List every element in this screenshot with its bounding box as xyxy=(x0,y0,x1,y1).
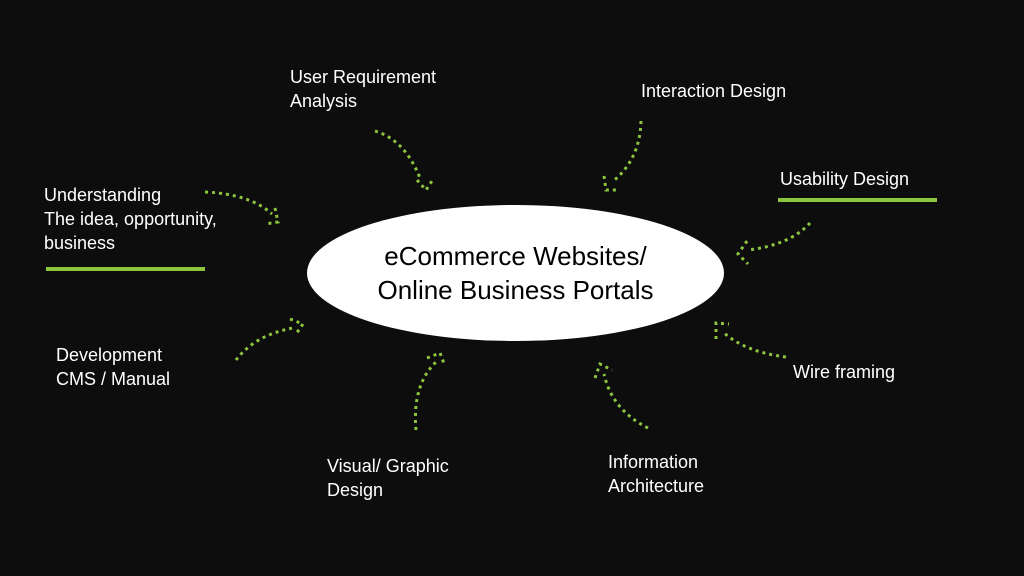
center-title-line1: eCommerce Websites/ xyxy=(384,241,647,271)
node-interaction-design-line1: Interaction Design xyxy=(641,81,787,101)
node-understanding-line1: Understanding xyxy=(44,185,162,205)
understanding-underline xyxy=(46,267,205,271)
arrow-user-requirement xyxy=(374,129,436,193)
arrow-wire-framing xyxy=(714,321,787,359)
node-understanding-line3: business xyxy=(44,233,116,253)
node-user-requirement-line2: Analysis xyxy=(290,91,358,111)
node-information-architecture-line1: Information xyxy=(608,452,699,472)
node-wire-framing: Wire framing xyxy=(793,360,895,384)
arrow-information-architecture xyxy=(593,361,649,430)
arrow-understanding xyxy=(204,190,280,226)
node-usability-design-line1: Usability Design xyxy=(780,169,910,189)
node-development-line1: Development xyxy=(56,345,163,365)
node-interaction-design: Interaction Design xyxy=(641,79,786,103)
node-visual-design: Visual/ Graphic Design xyxy=(327,454,449,502)
node-user-requirement: User Requirement Analysis xyxy=(290,65,436,113)
node-development-line2: CMS / Manual xyxy=(56,369,171,389)
center-title-line2: Online Business Portals xyxy=(377,275,654,305)
node-wire-framing-line1: Wire framing xyxy=(793,362,896,382)
node-visual-design-line2: Design xyxy=(327,480,384,500)
center-node: eCommerce Websites/ Online Business Port… xyxy=(307,205,724,341)
node-understanding-line2: The idea, opportunity, xyxy=(44,209,217,229)
node-user-requirement-line1: User Requirement xyxy=(290,67,437,87)
usability-design-underline xyxy=(778,198,937,202)
node-development: Development CMS / Manual xyxy=(56,343,170,391)
node-information-architecture: Information Architecture xyxy=(608,450,704,498)
node-information-architecture-line2: Architecture xyxy=(608,476,705,496)
node-visual-design-line1: Visual/ Graphic xyxy=(327,456,449,476)
node-understanding: Understanding The idea, opportunity, bus… xyxy=(44,183,217,255)
arrow-development xyxy=(234,317,306,361)
arrow-visual-design xyxy=(413,351,447,431)
arrow-interaction-design xyxy=(602,120,643,192)
arrow-usability-design xyxy=(736,221,812,266)
node-usability-design: Usability Design xyxy=(780,167,909,191)
